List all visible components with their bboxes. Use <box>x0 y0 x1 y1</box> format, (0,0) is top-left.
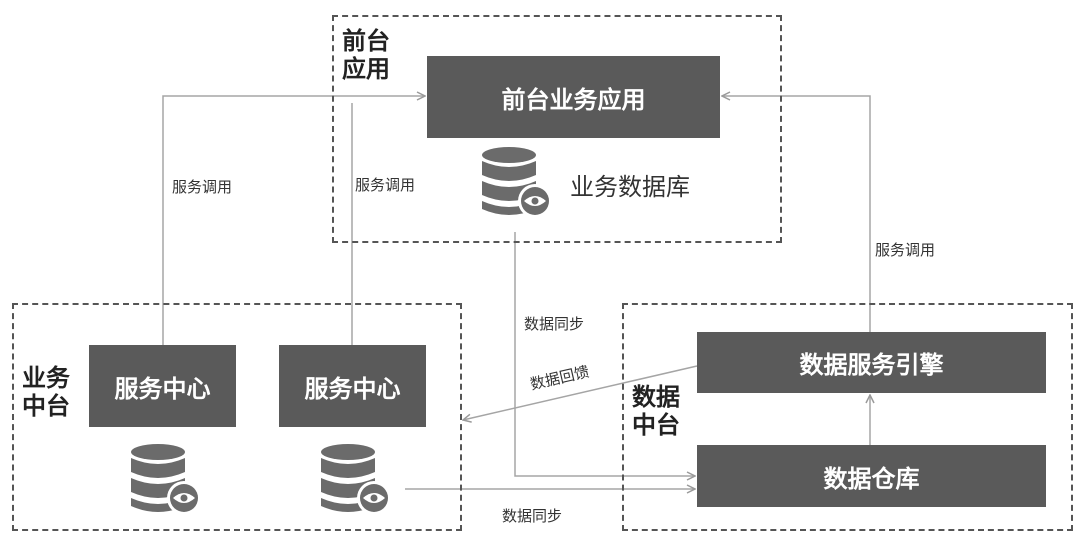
arrow-data-feedback <box>463 365 698 420</box>
data-zone-label: 数据 中台 <box>632 383 680 439</box>
business-database-label: 业务数据库 <box>570 173 690 201</box>
data-zone <box>622 303 1073 531</box>
database-icon <box>482 147 552 218</box>
edge-label-data-sync-1: 数据同步 <box>524 315 585 333</box>
arrow-service-call-3 <box>722 96 871 332</box>
front-zone <box>332 15 782 243</box>
database-icon <box>131 444 201 515</box>
service-center-2-box: 服务中心 <box>279 345 426 427</box>
edge-label-service-call-1: 服务调用 <box>172 178 233 196</box>
edge-label-service-call-3: 服务调用 <box>875 241 936 259</box>
front-app-box: 前台业务应用 <box>427 56 720 138</box>
front-zone-label: 前台 应用 <box>342 27 390 83</box>
service-center-1-box: 服务中心 <box>89 345 236 427</box>
data-service-engine-box: 数据服务引擎 <box>697 332 1046 393</box>
business-zone-label: 业务 中台 <box>22 364 70 420</box>
database-icon <box>321 444 391 515</box>
edge-label-service-call-2: 服务调用 <box>355 176 416 194</box>
arrow-data-sync-1 <box>514 232 695 476</box>
arrow-service-call-1 <box>162 96 425 345</box>
edge-label-data-sync-2: 数据同步 <box>502 507 563 525</box>
data-warehouse-box: 数据仓库 <box>697 445 1046 507</box>
business-zone <box>12 303 462 531</box>
